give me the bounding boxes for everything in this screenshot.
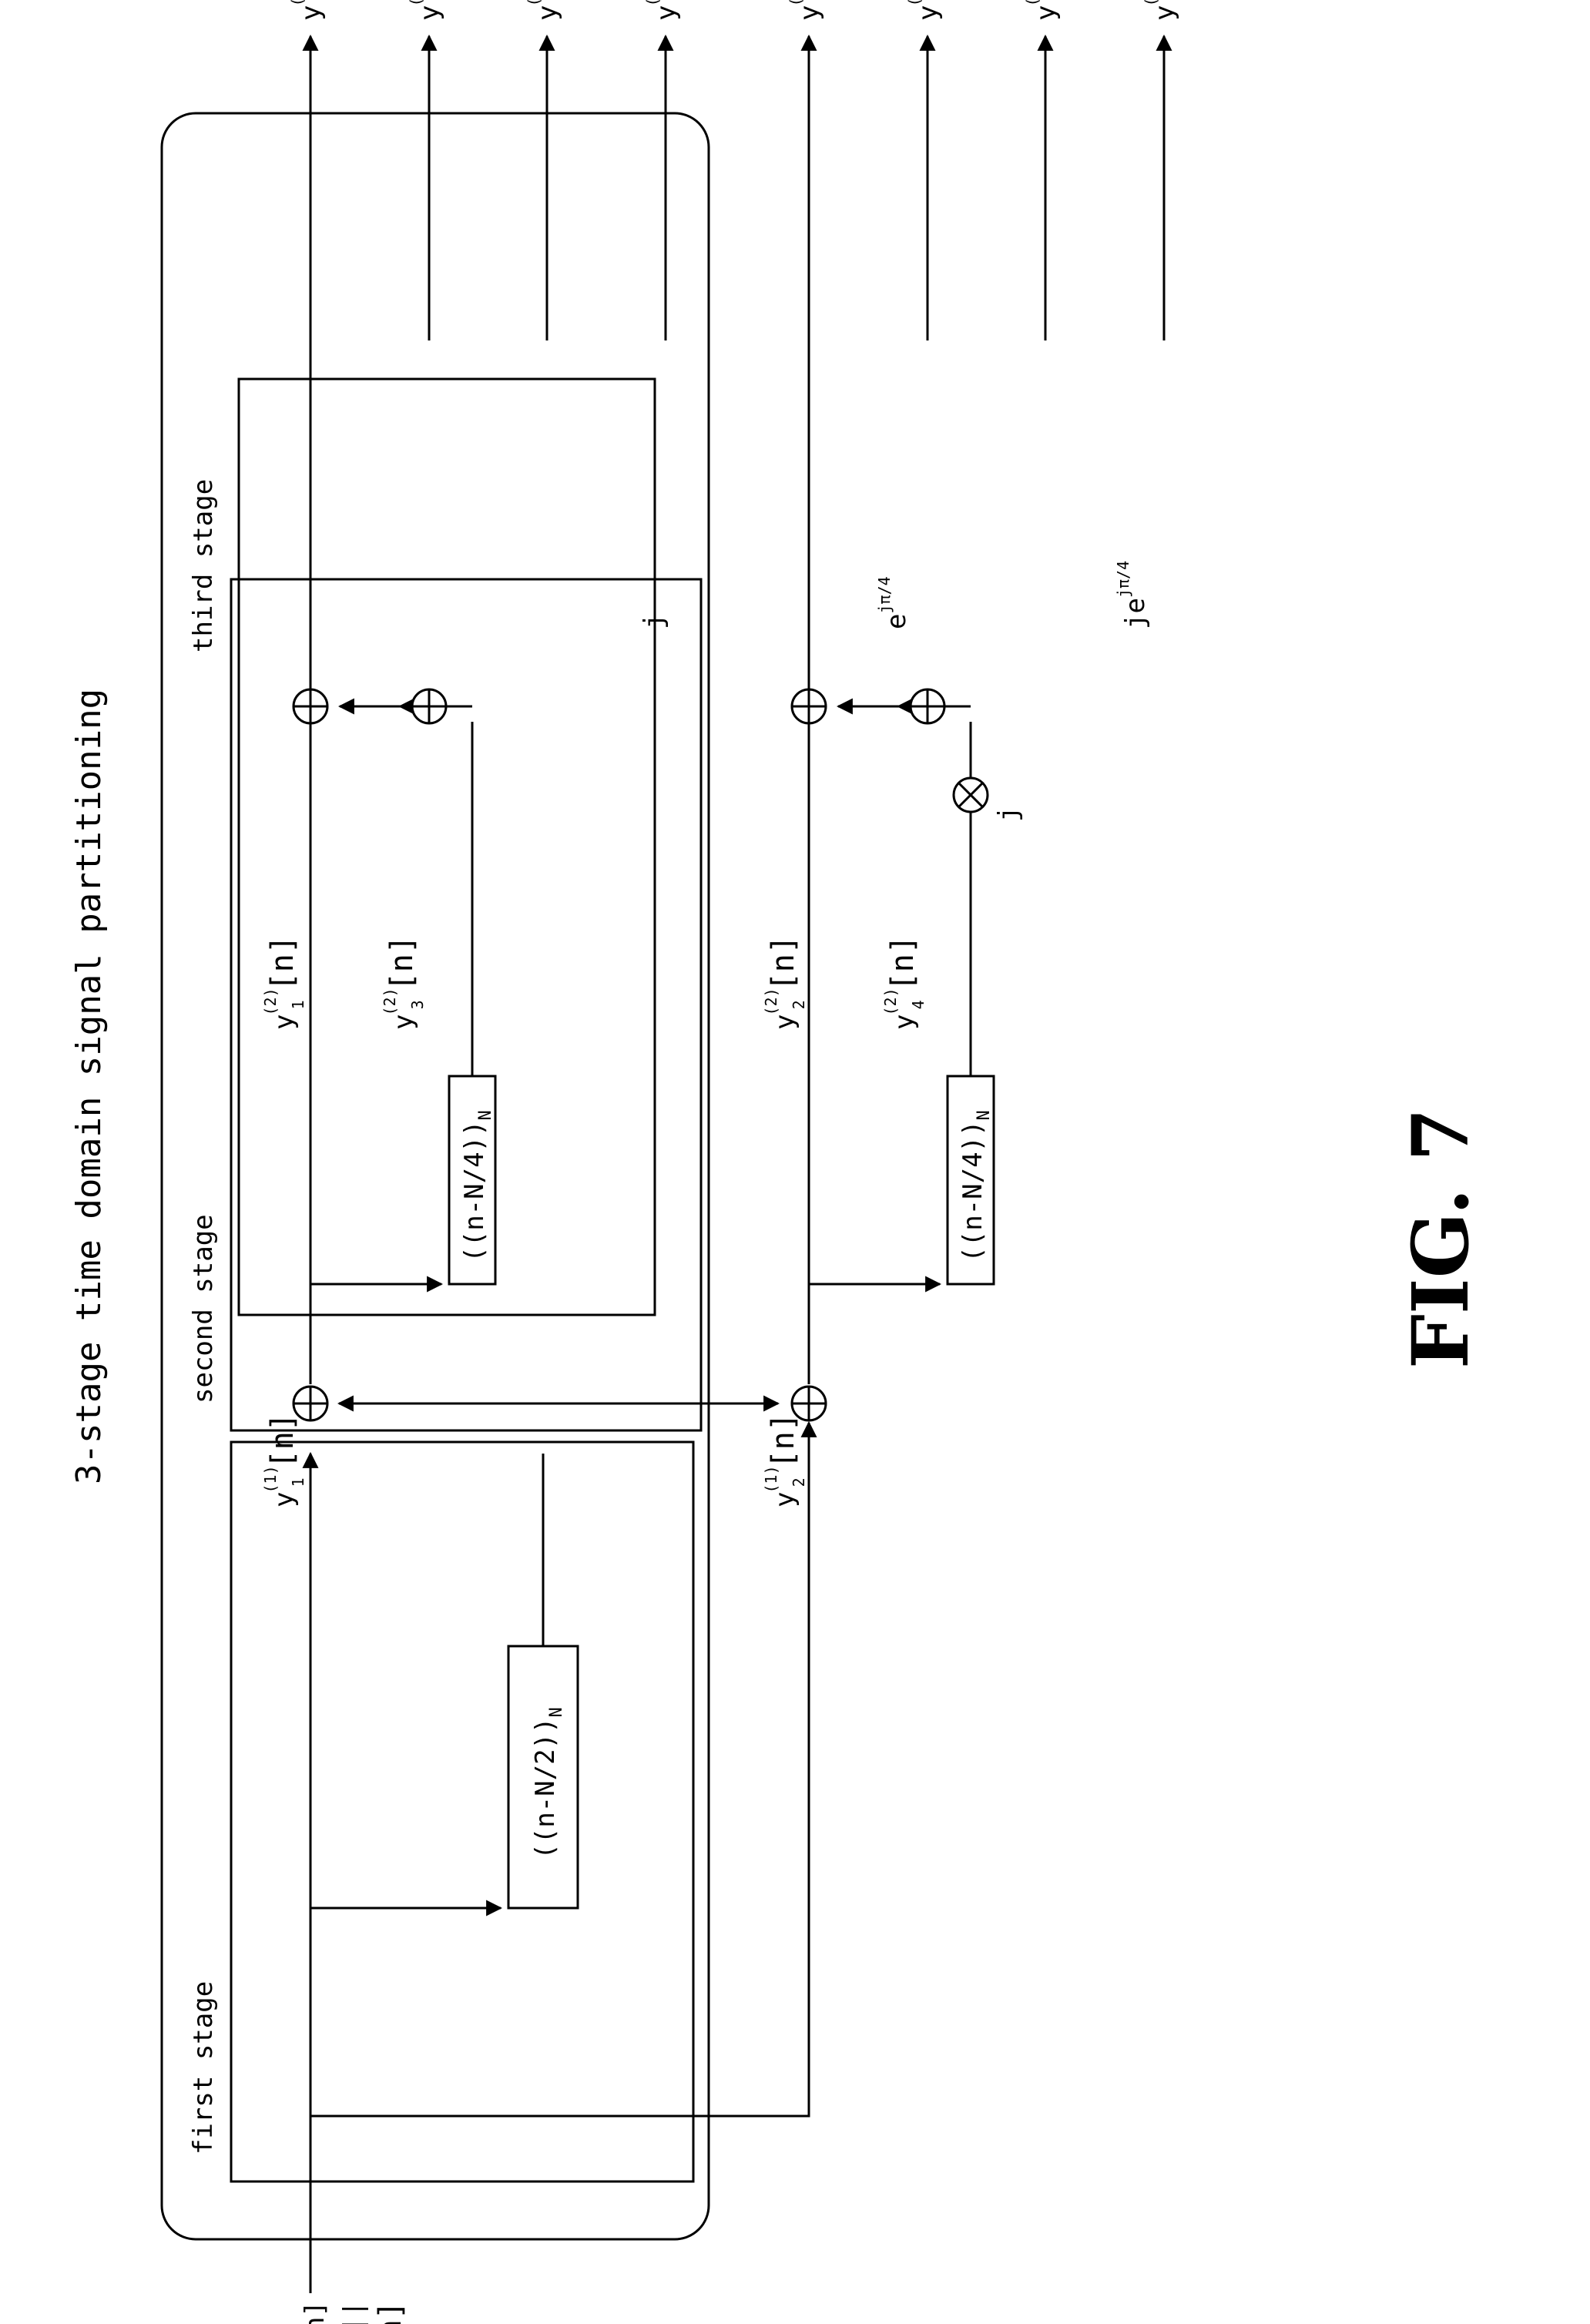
output-label-7: y(3)4[n] (1023, 0, 1069, 21)
input-y0-label: y(0)1[n] (369, 2301, 415, 2324)
stage-box-third (239, 379, 655, 1315)
stage-label-second: second stage (188, 1214, 219, 1403)
output-label-2: y(3)5[n] (407, 0, 453, 21)
input-equals: || (338, 2301, 369, 2324)
output-label-4: y(3)7[n] (643, 0, 689, 21)
multiplier-j-label: j (639, 614, 669, 629)
adder-node (792, 689, 826, 723)
output-label-8: y(3)8[n] (1142, 0, 1188, 21)
output-label-1: y(3)1[n] (288, 0, 334, 21)
output-label-6: y(3)6[n] (905, 0, 951, 21)
stage1-label-2: y(1)2[n] (762, 1413, 808, 1507)
output-label-5: y(3)2[n] (787, 0, 833, 21)
adder-node (412, 689, 446, 723)
stage2-label-1: y(2)1[n] (261, 935, 307, 1030)
stage-label-third: third stage (188, 479, 219, 652)
diagram-title: 3-stage time domain signal partitioning (69, 689, 109, 1484)
outer-frame (162, 113, 709, 2239)
adder-node (911, 689, 944, 723)
adder-node (294, 689, 327, 723)
stage2-label-2: y(2)2[n] (762, 935, 808, 1030)
multiplier-node (954, 778, 988, 812)
delay-label: ((n-N/2))N (530, 1707, 566, 1859)
multiplier-j-label: j (993, 807, 1024, 822)
output-label-3: y(3)3[n] (525, 0, 571, 21)
stage1-label-1: y(1)1[n] (261, 1413, 307, 1507)
stage-label-first: first stage (188, 1981, 219, 2155)
stage2-label-4: y(2)4[n] (881, 935, 928, 1030)
stage-box-first (231, 1442, 693, 2181)
multiplier-je-label: jejπ/4 (1114, 561, 1151, 629)
stage2-label-3: y(2)3[n] (381, 935, 427, 1030)
input-label: x[n] (300, 2301, 330, 2324)
figure-label: FIG. 7 (1395, 1108, 1486, 1369)
delay-label: ((n-N/4))N (459, 1110, 495, 1262)
multiplier-e-label: ejπ/4 (875, 576, 912, 629)
delay-label: ((n-N/4))N (958, 1110, 994, 1262)
